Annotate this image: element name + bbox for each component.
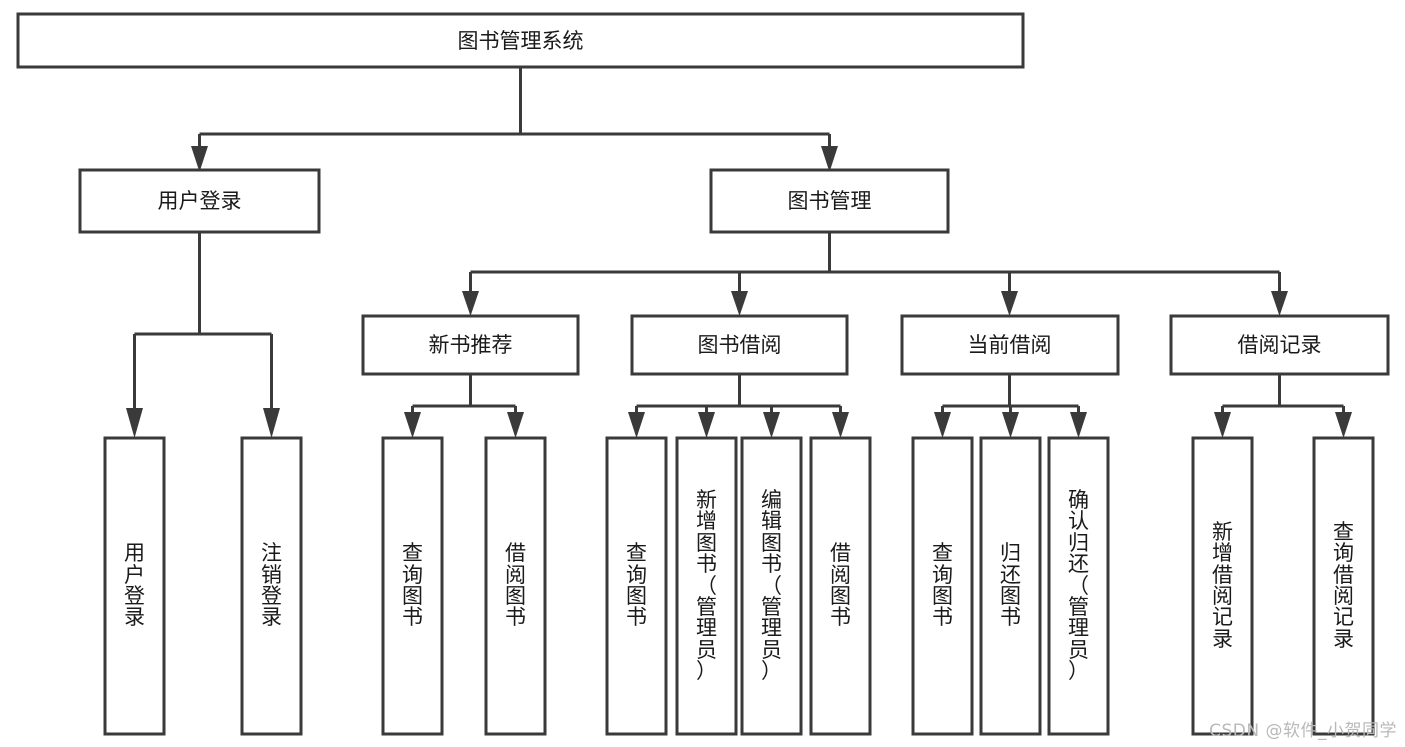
arrow-to-book-borrow [731,291,748,316]
nodes-layer: 图书管理系统 用户登录 图书管理 新书推荐 图书借阅 当前借阅 借阅记录 [16,12,1390,736]
arrow-leaf-book-borrow-4 [832,412,849,438]
leaf-user-login-1[interactable] [103,436,166,736]
node-current-borrow[interactable] [900,314,1120,376]
leaf-book-borrow-2[interactable] [675,436,738,736]
leaf-current-borrow-3[interactable] [1047,436,1110,736]
arrow-leaf-current-borrow-3 [1070,412,1087,438]
arrow-leaf-current-borrow-2 [1002,412,1019,438]
leaf-book-borrow-1[interactable] [605,436,668,736]
leaf-current-borrow-1[interactable] [911,436,974,736]
arrow-leaf-new-book-2 [507,412,524,438]
leaf-user-login-2[interactable] [240,436,303,736]
arrow-leaf-user-login-2 [263,408,280,438]
node-book-management[interactable] [709,168,950,234]
node-user-login[interactable] [78,168,321,234]
node-borrow-record-label: 借阅记录 [1238,333,1322,357]
node-book-management-label: 图书管理 [788,189,872,213]
leaf-borrow-record-1[interactable] [1191,436,1254,736]
leaf-new-book-2[interactable] [484,436,547,736]
leaf-current-borrow-2[interactable] [979,436,1042,736]
node-new-book-recommend[interactable] [361,314,580,376]
node-user-login-label: 用户登录 [158,189,242,213]
node-root-label: 图书管理系统 [458,29,584,53]
arrow-leaf-borrow-record-1 [1214,412,1231,438]
arrow-leaf-borrow-record-2 [1335,412,1352,438]
arrow-to-user-login [191,146,208,172]
leaf-borrow-record-2[interactable] [1312,436,1375,736]
arrow-to-borrow-record [1271,291,1288,316]
arrow-leaf-user-login-1 [126,408,143,438]
node-book-borrow-label: 图书借阅 [698,333,782,357]
edges-layer [126,67,1352,438]
leaf-book-borrow-4[interactable] [809,436,872,736]
arrow-to-book-mgmt [821,146,838,172]
arrow-leaf-book-borrow-2 [698,412,715,438]
arrow-to-new-book [462,291,479,316]
node-current-borrow-label: 当前借阅 [968,333,1052,357]
arrow-leaf-book-borrow-3 [763,412,780,438]
node-root[interactable] [16,12,1025,69]
node-new-book-recommend-label: 新书推荐 [429,333,513,357]
arrow-to-current-borrow [1001,291,1018,316]
arrow-leaf-current-borrow-1 [934,412,951,438]
node-borrow-record[interactable] [1169,314,1390,376]
node-book-borrow[interactable] [630,314,849,376]
arrow-leaf-book-borrow-1 [628,412,645,438]
arrow-leaf-new-book-1 [404,412,421,438]
leaf-new-book-1[interactable] [381,436,444,736]
leaf-book-borrow-3[interactable] [740,436,803,736]
